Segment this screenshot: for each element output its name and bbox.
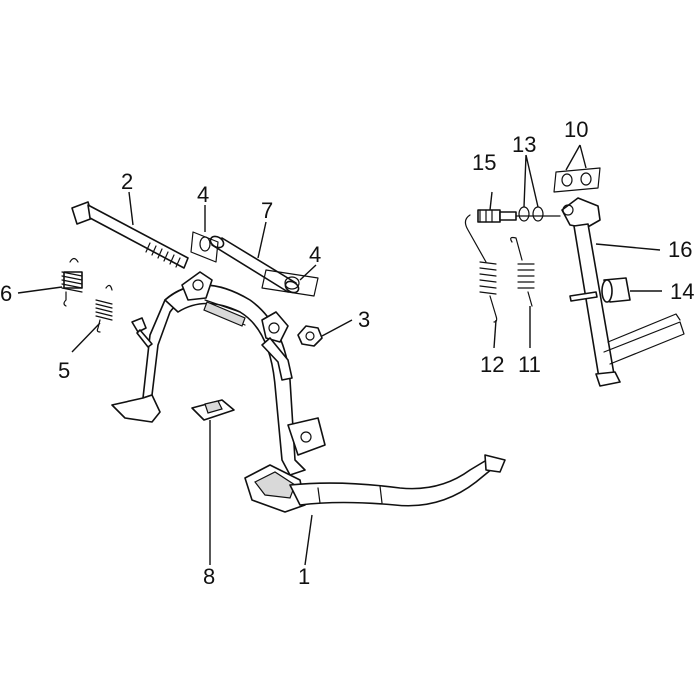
callout-16: 16 [668, 237, 692, 262]
callout-2: 2 [121, 169, 133, 194]
small-bolt [131, 317, 153, 348]
callout-12: 12 [480, 352, 504, 377]
callout-7: 7 [261, 198, 273, 223]
callout-10: 10 [564, 117, 588, 142]
washers-part-10 [553, 167, 601, 193]
spring-part-11 [510, 236, 535, 307]
sleeve-tube-part-7 [209, 235, 300, 294]
callout-labels: 1 2 3 4 4 5 6 7 8 10 11 12 13 14 15 16 [0, 117, 694, 589]
callout-5: 5 [58, 358, 70, 383]
callout-13: 13 [512, 132, 536, 157]
spring-part-6 [61, 257, 83, 307]
spring-part-12 [464, 214, 498, 323]
rubber-pad-part-8 [191, 399, 235, 421]
leader-lines [17, 144, 662, 566]
callout-14: 14 [670, 279, 694, 304]
callout-8: 8 [203, 564, 215, 589]
pivot-bolt-part-2 [71, 201, 189, 269]
nut-part-3 [297, 325, 323, 347]
bushing-part-14 [569, 277, 631, 303]
side-stand-part-16 [561, 197, 685, 387]
callout-11: 11 [518, 352, 541, 377]
center-stand-part-1 [111, 271, 506, 513]
washer-plate-part-4-lower [261, 269, 319, 297]
callout-6: 6 [0, 281, 12, 306]
callout-4-upper: 4 [197, 182, 209, 207]
bolt-part-15 [477, 209, 517, 223]
callout-1: 1 [298, 564, 310, 589]
callout-4-lower: 4 [309, 242, 321, 267]
washers-part-13 [515, 206, 561, 222]
washer-plate-part-4-upper [190, 231, 219, 263]
callout-15: 15 [472, 150, 496, 175]
spring-part-5 [95, 284, 113, 333]
callout-3: 3 [358, 307, 370, 332]
